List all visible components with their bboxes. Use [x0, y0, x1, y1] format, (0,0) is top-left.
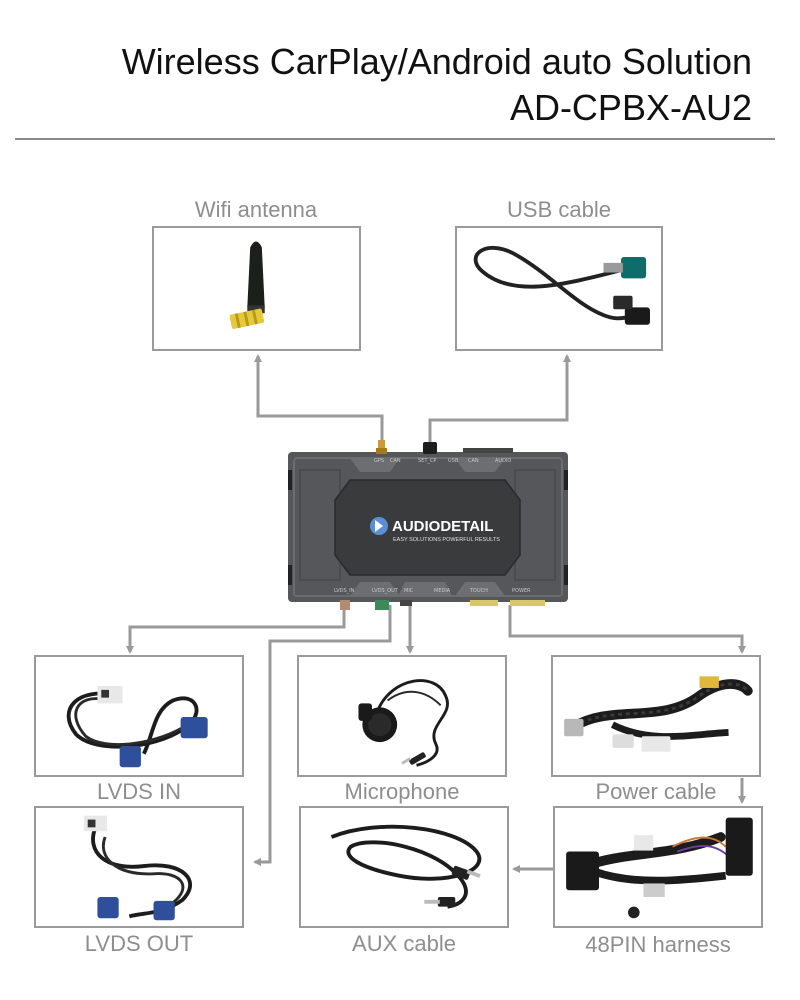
lvds-out-box — [34, 806, 244, 928]
port-label-mic: MIC — [404, 588, 414, 594]
power-cable-label: Power cable — [595, 779, 717, 804]
port-label-usb: USB — [448, 458, 459, 464]
port-label-audio: AUDIO — [495, 458, 511, 464]
aux-cable-label: AUX cable — [352, 931, 456, 956]
device-brand: AUDIODETAIL — [392, 518, 493, 535]
microphone-icon — [358, 679, 449, 767]
port-label-gps: GPS — [374, 458, 384, 464]
microphone-label: Microphone — [344, 779, 460, 804]
harness-48pin-box — [553, 806, 763, 928]
model-number: AD-CPBX-AU2 — [509, 87, 752, 128]
aux-cable-box — [299, 806, 509, 928]
power-cable-icon — [564, 676, 753, 752]
device-tagline: EASY SOLUTIONS POWERFUL RESULTS — [393, 537, 500, 543]
header-divider — [15, 138, 775, 140]
harness-48pin-label: 48PIN harness — [585, 932, 731, 957]
port-label-can-top: CAN — [390, 458, 401, 464]
wire-power-cable — [508, 605, 746, 654]
lvds-out-label: LVDS OUT — [84, 931, 194, 956]
wire-lvds-in — [126, 605, 346, 654]
wire-wifi-antenna — [254, 354, 384, 448]
power-cable-box — [551, 655, 761, 777]
usb-cable-label: USB cable — [507, 197, 611, 222]
port-label-lvds-in: LVDS_IN — [334, 588, 355, 594]
usb-cable-box — [455, 226, 663, 351]
wifi-antenna-label: Wifi antenna — [194, 197, 318, 222]
lvds-in-label: LVDS IN — [97, 779, 181, 804]
port-label-set-cp: SET_CP — [418, 458, 436, 464]
bottom-port-labels: LVDS_IN LVDS_OUT MIC MEDIA TOUCH POWER — [334, 588, 531, 594]
aux-cable-icon — [330, 824, 482, 909]
wifi-antenna-box — [152, 226, 361, 351]
port-label-touch: TOUCH — [469, 588, 488, 594]
harness-48pin-icon — [566, 817, 753, 919]
wire-lvds-out — [253, 605, 392, 866]
port-label-lvds-out: LVDS_OUT — [372, 588, 399, 594]
lvds-out-cable-icon — [83, 815, 192, 921]
port-label-media: MEDIA — [434, 588, 451, 594]
usb-cable-icon — [473, 245, 650, 325]
lvds-in-box — [34, 655, 244, 777]
lvds-in-cable-icon — [66, 686, 208, 768]
microphone-box — [297, 655, 507, 777]
page-title: Wireless CarPlay/Android auto Solution — [121, 41, 752, 82]
port-label-can-right: CAN — [468, 458, 479, 464]
carplay-module: AUDIODETAIL EASY SOLUTIONS POWERFUL RESU… — [288, 440, 568, 610]
top-port-labels: GPS CAN SET_CP USB CAN AUDIO — [374, 458, 511, 464]
antenna-icon — [229, 241, 265, 329]
port-label-power: POWER — [512, 588, 531, 594]
wire-usb-cable — [428, 354, 571, 448]
